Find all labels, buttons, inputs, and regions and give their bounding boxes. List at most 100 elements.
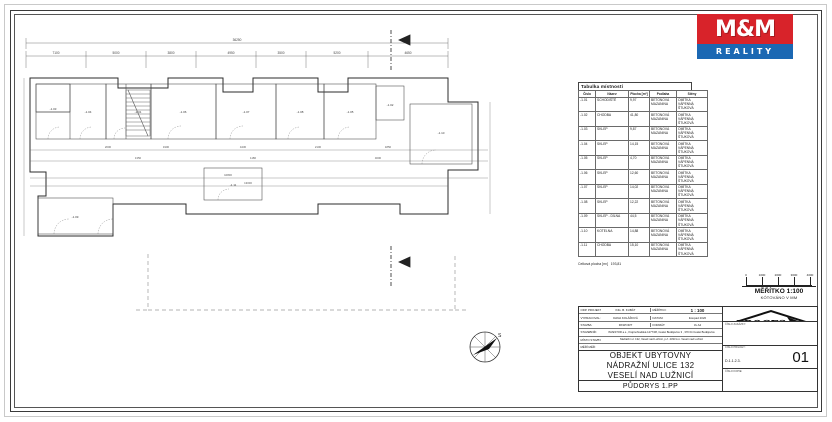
room-cell-walls: OMÍTKA VÁPENNÁ ŠTUKOVÁ	[676, 227, 708, 243]
meta-label-2: STAVBA:	[580, 322, 593, 327]
sheet-number: 01	[792, 348, 809, 366]
drawing-title: PŮDORYS 1.PP	[622, 382, 679, 390]
room-cell-area: 15,10	[628, 241, 650, 258]
svg-text:7100: 7100	[52, 51, 59, 55]
room-cell-floor: BETONOVÁ MAZANINA	[649, 241, 677, 258]
room-cell-number: -1.02	[578, 111, 596, 127]
attachment-number-label: ČÍSLO PŘÍLOHY:	[725, 346, 746, 349]
room-cell-area: 14,88	[628, 227, 650, 243]
room-table-title: Tabulka místností	[578, 82, 692, 91]
dim-overall-label: 36250	[233, 38, 242, 42]
title-block: ODP. PROJEKTANT: ING. B. KUBÁT MĚŘÍTKO: …	[578, 306, 818, 392]
title-block-investor-row: STAVEBNÍK: INVESTOR a.s., Krajinohradská…	[579, 329, 722, 337]
room-table-col-walls: Stěny	[676, 90, 708, 98]
proges-house-icon	[736, 309, 806, 321]
svg-text:13000: 13000	[244, 181, 252, 185]
meta-value-2: PASPORT	[601, 322, 651, 327]
title-block-meta-row: STAVBA: PASPORT FORMÁT: 3x A4	[579, 322, 722, 330]
room-cell-area: 9,97	[628, 96, 650, 113]
investor-label: STAVEBNÍK:	[580, 330, 598, 335]
svg-text:-1.11: -1.11	[230, 183, 237, 187]
room-cell-name: SKLEP	[595, 198, 629, 214]
title-block-meta-row: ODP. PROJEKTANT: ING. B. KUBÁT MĚŘÍTKO: …	[579, 307, 722, 315]
svg-text:5000: 5000	[112, 51, 119, 55]
room-cell-floor: BETONOVÁ MAZANINA	[649, 227, 677, 243]
svg-text:-1.06: -1.06	[180, 110, 187, 114]
room-cell-name: SKLEP	[595, 169, 629, 185]
scale-tick-1: 1000	[758, 273, 766, 277]
drawing-border-inner	[14, 14, 818, 408]
dimension-chain-middle	[30, 149, 488, 187]
order-number-label: ČÍSLO ZAKÁZKY:	[725, 322, 746, 326]
room-cell-number: -1.09	[578, 212, 596, 229]
room-cell-floor: BETONOVÁ MAZANINA	[649, 96, 677, 113]
title-block-part-row: MĚŘÍ MĚŘ:	[579, 344, 722, 350]
object-line-1: NÁDRAŽNÍ ULICE 132	[606, 361, 695, 371]
room-cell-name: SKLEP - DÍLNA	[595, 212, 629, 229]
north-label: S	[498, 333, 502, 339]
room-cell-floor: BETONOVÁ MAZANINA	[649, 125, 677, 142]
svg-text:5200: 5200	[333, 51, 340, 55]
svg-text:1900: 1900	[163, 145, 170, 149]
place-label: MÍSTO STAVBY:	[580, 337, 602, 342]
room-table-grid: Číslo Název Plocha [m²] Podlaha Stěny -1…	[578, 90, 708, 258]
site-outline-dashed	[136, 254, 468, 311]
room-cell-name: SCHODIŠTĚ	[595, 96, 629, 113]
room-cell-walls: OMÍTKA VÁPENNÁ ŠTUKOVÁ	[676, 241, 708, 258]
room-cell-walls: OMÍTKA VÁPENNÁ ŠTUKOVÁ	[676, 198, 708, 214]
svg-text:1850: 1850	[385, 145, 392, 149]
order-number-row: ČÍSLO ZAKÁZKY:	[723, 322, 817, 346]
room-cell-number: -1.03	[578, 125, 596, 142]
attachment-number-value: D.1.1.2.3.	[725, 359, 741, 363]
room-table-total-value: 193,81	[610, 262, 622, 267]
scale-bar: 0 1000 2000 3000 4000	[742, 272, 816, 286]
scale-title: MĚŘÍTKO 1:100	[742, 286, 816, 295]
floor-plan-svg: 36250 7100 5000 3800 4950 3500 5200 4650	[23, 30, 491, 311]
svg-text:4600: 4600	[375, 156, 382, 160]
svg-text:2100: 2100	[315, 145, 322, 149]
page-edge	[4, 4, 827, 417]
room-cell-number: -1.05	[578, 154, 596, 171]
mm-tagline-band: REALITY	[697, 44, 793, 59]
svg-text:-1.03: -1.03	[50, 107, 57, 111]
meta-label2-2: FORMÁT:	[652, 322, 666, 327]
building-outline	[29, 77, 479, 237]
room-cell-floor: BETONOVÁ MAZANINA	[649, 183, 677, 200]
room-cell-floor: BETONOVÁ MAZANINA	[649, 111, 677, 127]
scale-block: 0 1000 2000 3000 4000 MĚŘÍTKO 1:100 KÓTO…	[742, 272, 816, 300]
scale-tick-3: 3000	[790, 273, 798, 277]
room-cell-name: SKLEP	[595, 140, 629, 156]
svg-text:-1.10: -1.10	[438, 131, 445, 135]
room-cell-name: CHODBA	[595, 111, 629, 127]
place-value: Nádražní ul. 132, Veselí nad Lužnicí, p.…	[619, 338, 704, 342]
room-cell-walls: OMÍTKA VÁPENNÁ ŠTUKOVÁ	[676, 140, 708, 156]
section-marks	[390, 30, 411, 286]
svg-text:3500: 3500	[277, 51, 284, 55]
room-cell-floor: BETONOVÁ MAZANINA	[649, 198, 677, 214]
room-cell-name: KOTELNA	[595, 227, 629, 243]
title-block-place-row: MÍSTO STAVBY: Nádražní ul. 132, Veselí n…	[579, 337, 722, 344]
meta-label-1: VYPRACOVAL:	[580, 315, 601, 320]
room-cell-walls: OMÍTKA VÁPENNÁ ŠTUKOVÁ	[676, 96, 708, 113]
meta-value-1: DANA KOLÁŘOVÁ	[601, 315, 651, 320]
attachment-number-row: ČÍSLO PŘÍLOHY: D.1.1.2.3. 01	[723, 346, 817, 369]
room-cell-floor: BETONOVÁ MAZANINA	[649, 169, 677, 185]
svg-text:1350: 1350	[135, 156, 142, 160]
room-cell-number: -1.06	[578, 169, 596, 185]
mm-tagline-text: REALITY	[715, 47, 775, 56]
object-name-block: OBJEKT UBYTOVNY NÁDRAŽNÍ ULICE 132 VESEL…	[579, 351, 722, 382]
meta-value2-1: listopad 2020	[688, 315, 707, 320]
svg-text:-1.04: -1.04	[85, 110, 92, 114]
interior-walls	[35, 83, 473, 235]
title-block-meta-row: VYPRACOVAL: DANA KOLÁŘOVÁ DATUM: listopa…	[579, 314, 722, 322]
north-arrow-icon: S	[463, 325, 509, 371]
svg-text:1180: 1180	[250, 156, 256, 160]
room-cell-name: CHODBA	[595, 241, 629, 258]
